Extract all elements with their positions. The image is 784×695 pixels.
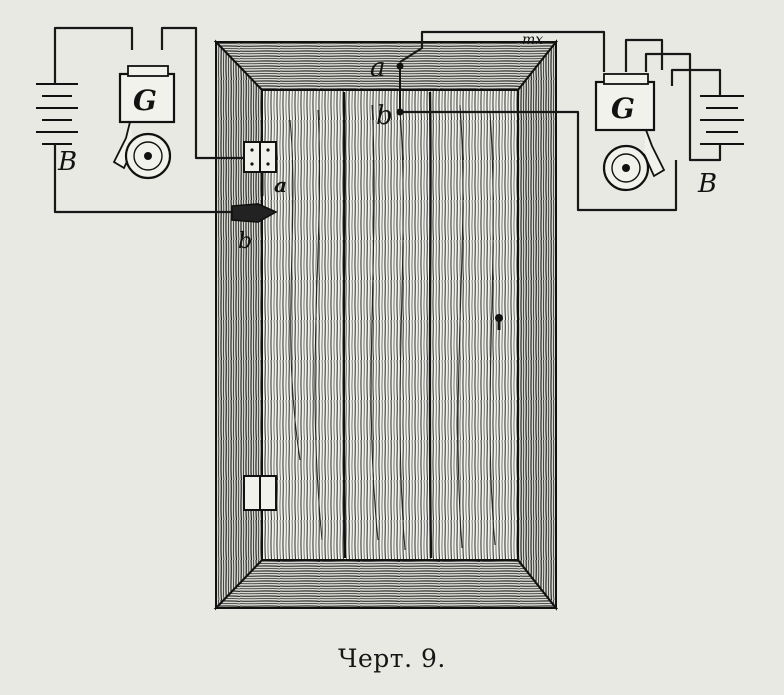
right-bell-label: G — [611, 92, 635, 125]
keyhole-icon — [495, 314, 503, 330]
figure-caption: Черт. 9. — [338, 644, 446, 673]
left-bell-icon — [112, 65, 176, 180]
door-leaf — [261, 89, 519, 561]
right-bell-icon — [594, 73, 666, 192]
left-door-contact — [231, 203, 278, 223]
right-battery-label: B — [697, 169, 717, 199]
left-battery-label: B — [57, 147, 77, 177]
left-circuit — [36, 26, 278, 223]
contact-b-top-label: b — [376, 101, 393, 131]
contact-a-top-label: a — [370, 53, 386, 83]
right-battery-icon — [700, 95, 744, 145]
top-door-contacts — [396, 62, 404, 116]
contact-b-left-label: b — [238, 229, 252, 254]
left-battery-icon — [36, 83, 78, 145]
contact-a-left-label: a — [274, 173, 287, 197]
upper-hinge — [243, 141, 277, 173]
right-circuit — [396, 30, 744, 212]
left-bell-label: G — [133, 84, 157, 117]
door-frame — [213, 39, 559, 611]
top-mark-label: mx — [522, 32, 543, 48]
lower-hinge — [243, 475, 277, 511]
